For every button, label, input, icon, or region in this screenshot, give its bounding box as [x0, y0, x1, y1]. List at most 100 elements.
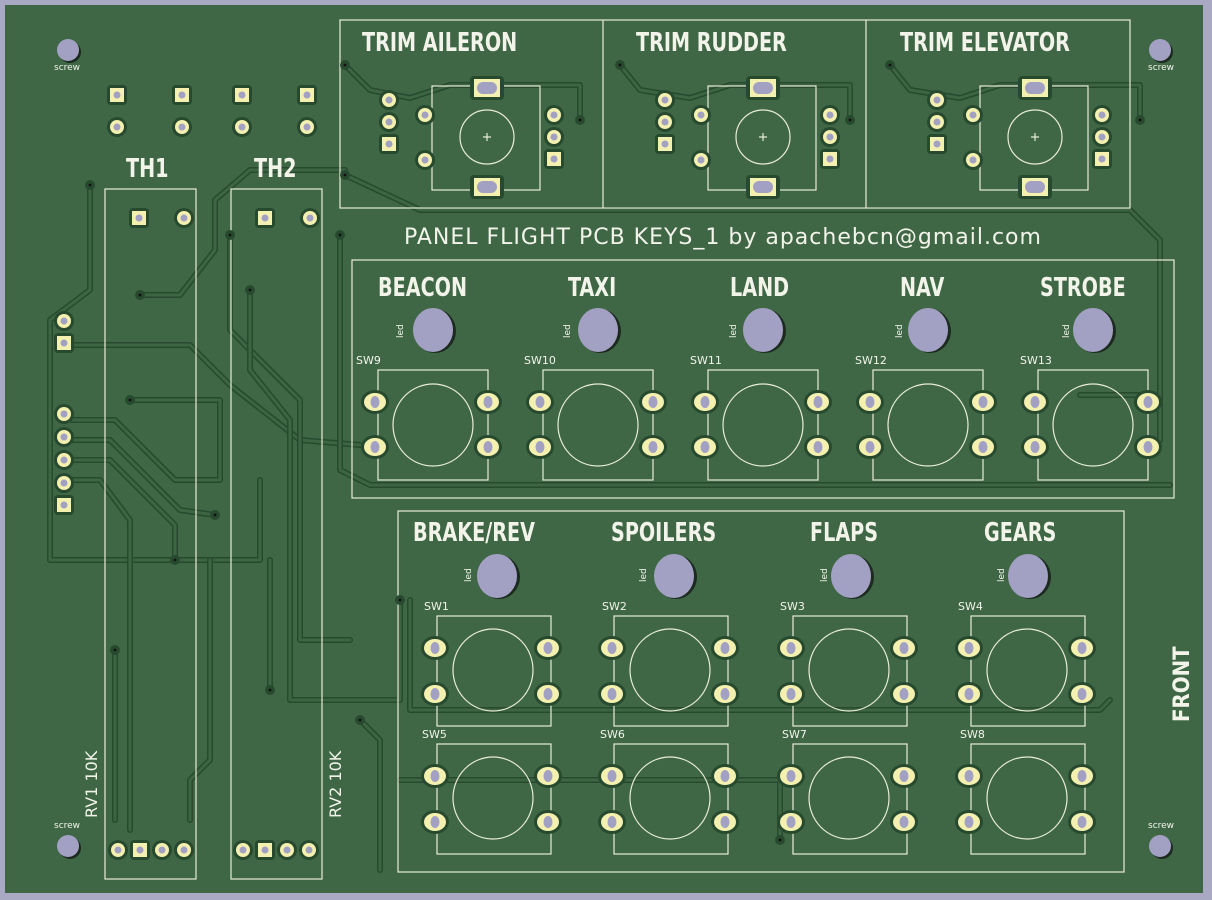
pad-hole: [964, 642, 974, 654]
encoder-outline: [707, 85, 817, 191]
sw4-ref: SW4: [958, 600, 983, 613]
board-title: PANEL FLIGHT PCB KEYS_1 by apachebcn@gma…: [404, 225, 1042, 250]
pad-hole: [114, 846, 122, 854]
slot-hole: [753, 82, 773, 94]
led-hole: [831, 554, 871, 598]
pad-hole: [648, 396, 658, 408]
pad-hole: [607, 770, 617, 782]
switch-cap: [392, 383, 474, 467]
pad-hole: [899, 816, 909, 828]
switch-outline: [792, 615, 908, 727]
beacon-label: BEACON: [378, 273, 468, 303]
pad-hole: [1077, 816, 1087, 828]
pad-hole: [370, 441, 380, 453]
pad-hole: [720, 770, 730, 782]
pad-hole: [648, 441, 658, 453]
pad-hole: [430, 688, 440, 700]
led-hole: [743, 308, 783, 352]
pad-hole: [826, 155, 834, 163]
pad-hole: [261, 846, 269, 854]
pad-hole: [430, 770, 440, 782]
screw-label: screw: [54, 821, 81, 831]
copper-traces: [47, 62, 1173, 873]
switch-cap: [452, 628, 534, 712]
switch-outline: [970, 615, 1086, 727]
sw8-ref: SW8: [960, 728, 985, 741]
switch-outline: [436, 743, 552, 855]
pad-hole: [60, 339, 68, 347]
pad-hole: [238, 123, 246, 131]
pad-hole: [661, 140, 669, 148]
via-hole: [213, 513, 217, 517]
pad-hole: [370, 396, 380, 408]
pad-hole: [1077, 642, 1087, 654]
nav-label: NAV: [900, 273, 945, 303]
pad-hole: [483, 441, 493, 453]
taxi-label: TAXI: [568, 273, 617, 303]
pad-hole: [60, 479, 68, 487]
led-hole: [1073, 308, 1113, 352]
pad-hole: [303, 123, 311, 131]
led-label: led: [396, 324, 406, 338]
led-label: led: [997, 568, 1007, 582]
switch-cap: [452, 756, 534, 840]
via-hole: [578, 118, 582, 122]
front-label: FRONT: [1170, 646, 1195, 722]
copper-trace-fill: [48, 183, 262, 562]
via-hole: [343, 63, 347, 67]
pad-hole: [899, 642, 909, 654]
via-hole: [848, 118, 852, 122]
pad-hole: [178, 123, 186, 131]
sw7-ref: SW7: [782, 728, 807, 741]
switch-outline: [436, 615, 552, 727]
via-hole: [173, 558, 177, 562]
sw6-ref: SW6: [600, 728, 625, 741]
pad-hole: [978, 396, 988, 408]
screw-hole: [57, 835, 79, 857]
pad-hole: [969, 111, 977, 119]
switch-cap: [986, 756, 1068, 840]
encoder-shaft: [1007, 109, 1063, 165]
screw-hole: [57, 39, 79, 61]
switch-outline: [707, 369, 819, 481]
switch-cap: [629, 756, 711, 840]
plus-mark: [483, 133, 491, 141]
pad-hole: [178, 91, 186, 99]
switch-cap: [808, 628, 890, 712]
switch-outline: [1037, 369, 1149, 481]
switch-cap: [986, 628, 1068, 712]
pad-hole: [550, 111, 558, 119]
via-hole: [228, 233, 232, 237]
switch-outline: [792, 743, 908, 855]
pad-hole: [535, 396, 545, 408]
pad-hole: [543, 642, 553, 654]
pad-hole: [720, 816, 730, 828]
pad-hole: [720, 642, 730, 654]
pad-hole: [865, 396, 875, 408]
pad-hole: [180, 214, 188, 222]
pad-hole: [483, 396, 493, 408]
switch-cap: [722, 383, 804, 467]
screw-label: screw: [1148, 63, 1175, 73]
pad-hole: [1143, 441, 1153, 453]
pad-hole: [239, 846, 247, 854]
pad-hole: [261, 214, 269, 222]
pad-hole: [607, 642, 617, 654]
pad-hole: [60, 456, 68, 464]
copper-trace-fill: [618, 63, 852, 122]
pad-hole: [60, 410, 68, 418]
pad-hole: [661, 118, 669, 126]
switch-outline: [542, 369, 654, 481]
pad-hole: [421, 111, 429, 119]
pad-hole: [543, 770, 553, 782]
controls-panel-outline: [397, 510, 1125, 873]
copper-trace-fill: [70, 438, 217, 517]
encoder-outline: [979, 85, 1089, 191]
pad-hole: [964, 816, 974, 828]
th1-outline: [104, 188, 197, 880]
switch-cap: [887, 383, 969, 467]
pad-hole: [180, 846, 188, 854]
via-hole: [338, 233, 342, 237]
switch-outline: [613, 743, 729, 855]
screw-hole: [1149, 835, 1171, 857]
